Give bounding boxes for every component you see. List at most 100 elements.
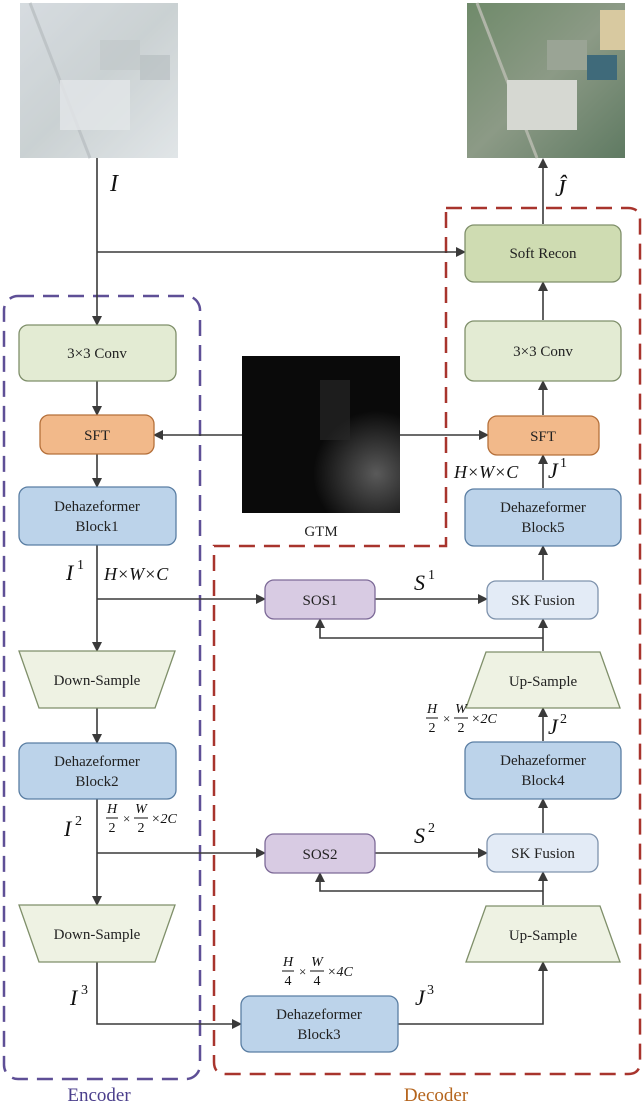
svg-text:H: H bbox=[282, 955, 294, 970]
encoder-conv-box: 3×3 Conv bbox=[18, 324, 177, 382]
size-label-half-2c-decoder: H 2 × W 2 ×2C bbox=[426, 702, 498, 736]
sos2-box: SOS2 bbox=[264, 833, 376, 874]
up-sample-1: Up-Sample bbox=[465, 651, 621, 709]
svg-text:×4C: ×4C bbox=[327, 965, 353, 980]
symbol-I3: I 3 bbox=[69, 983, 88, 1010]
decoder-sft-box: SFT bbox=[487, 415, 600, 456]
svg-text:4: 4 bbox=[314, 974, 321, 989]
block4-label-line1: Dehazeformer bbox=[500, 753, 586, 769]
svg-text:2: 2 bbox=[428, 821, 435, 836]
svg-text:1: 1 bbox=[560, 456, 567, 471]
svg-text:×2C: ×2C bbox=[471, 712, 497, 727]
block5-label-line2: Block5 bbox=[521, 520, 564, 536]
svg-text:2: 2 bbox=[75, 814, 82, 829]
svg-text:2: 2 bbox=[429, 721, 436, 736]
svg-text:×: × bbox=[443, 711, 450, 726]
dehazeformer-block2: Dehazeformer Block2 bbox=[18, 742, 177, 800]
sk2-to-sos2-feedback-arrow bbox=[315, 872, 543, 892]
down2-label: Down-Sample bbox=[54, 927, 141, 943]
symbol-J3: J 3 bbox=[415, 983, 434, 1010]
svg-text:J: J bbox=[415, 985, 426, 1010]
svg-text:×: × bbox=[299, 964, 306, 979]
decoder-conv-box: 3×3 Conv bbox=[464, 320, 622, 382]
svg-text:×2C: ×2C bbox=[151, 812, 177, 827]
decoder-sft-label: SFT bbox=[530, 429, 556, 445]
symbol-S2: S 2 bbox=[414, 821, 435, 848]
svg-text:2: 2 bbox=[458, 721, 465, 736]
symbol-I2: I 2 bbox=[63, 814, 82, 841]
down2-to-block3-arrow bbox=[96, 962, 242, 1029]
symbol-I1: I 1 bbox=[65, 558, 84, 585]
encoder-caption: Encoder bbox=[67, 1085, 131, 1106]
svg-text:H: H bbox=[106, 802, 118, 817]
hwc-decoder-label: H×W×C bbox=[453, 462, 519, 482]
up1-label: Up-Sample bbox=[509, 674, 578, 690]
sk-fusion-2: SK Fusion bbox=[486, 833, 599, 873]
soft-recon-label: Soft Recon bbox=[509, 246, 577, 262]
gtm-label: GTM bbox=[304, 524, 337, 540]
svg-text:4: 4 bbox=[285, 974, 292, 989]
svg-text:I: I bbox=[69, 985, 79, 1010]
sos2-label: SOS2 bbox=[302, 847, 337, 863]
svg-text:I: I bbox=[65, 560, 75, 585]
gtm-image bbox=[242, 356, 400, 513]
decoder-conv-label: 3×3 Conv bbox=[513, 344, 573, 360]
symbol-S1: S 1 bbox=[414, 568, 435, 595]
svg-text:H: H bbox=[426, 702, 438, 717]
output-symbol-J-hat: Ĵ bbox=[555, 175, 568, 202]
down1-label: Down-Sample bbox=[54, 673, 141, 689]
svg-text:W: W bbox=[311, 955, 324, 970]
block2-label-line1: Dehazeformer bbox=[54, 754, 140, 770]
svg-text:2: 2 bbox=[560, 712, 567, 727]
sk2-label: SK Fusion bbox=[511, 846, 575, 862]
decoder-region bbox=[212, 206, 642, 1076]
dehazeformer-block3: Dehazeformer Block3 bbox=[240, 995, 399, 1053]
sk1-to-sos1-feedback-arrow bbox=[315, 618, 543, 639]
svg-text:J: J bbox=[548, 458, 559, 483]
svg-text:W: W bbox=[135, 802, 148, 817]
svg-text:2: 2 bbox=[109, 821, 116, 836]
sk1-label: SK Fusion bbox=[511, 593, 575, 609]
block1-label-line1: Dehazeformer bbox=[54, 499, 140, 515]
svg-text:3: 3 bbox=[427, 983, 434, 998]
block3-label-line2: Block3 bbox=[297, 1027, 340, 1043]
svg-text:3: 3 bbox=[81, 983, 88, 998]
dehazeformer-block1: Dehazeformer Block1 bbox=[18, 486, 177, 546]
encoder-sft-label: SFT bbox=[84, 428, 110, 444]
hwc-encoder-label: H×W×C bbox=[103, 564, 169, 584]
symbol-J1: J 1 bbox=[548, 456, 567, 483]
block5-label-line1: Dehazeformer bbox=[500, 500, 586, 516]
sos1-label: SOS1 bbox=[302, 593, 337, 609]
symbol-J2: J 2 bbox=[548, 712, 567, 739]
down-sample-1: Down-Sample bbox=[18, 650, 176, 709]
svg-text:J: J bbox=[548, 714, 559, 739]
svg-text:S: S bbox=[414, 570, 425, 595]
svg-text:1: 1 bbox=[77, 558, 84, 573]
up-sample-2: Up-Sample bbox=[465, 905, 621, 963]
dehazeformer-block5: Dehazeformer Block5 bbox=[464, 488, 622, 547]
soft-recon-box: Soft Recon bbox=[464, 224, 622, 283]
encoder-region bbox=[2, 294, 202, 1081]
svg-text:2: 2 bbox=[138, 821, 145, 836]
svg-text:×: × bbox=[123, 811, 130, 826]
down-sample-2: Down-Sample bbox=[18, 904, 176, 963]
sos1-box: SOS1 bbox=[264, 579, 376, 620]
sk-fusion-1: SK Fusion bbox=[486, 580, 599, 620]
block4-label-line2: Block4 bbox=[521, 773, 565, 789]
encoder-sft-box: SFT bbox=[39, 414, 155, 455]
size-label-quarter-4c: H 4 × W 4 ×4C bbox=[282, 955, 354, 989]
svg-text:I: I bbox=[63, 816, 73, 841]
dehazeformer-block4: Dehazeformer Block4 bbox=[464, 741, 622, 800]
size-label-half-2c: H 2 × W 2 ×2C bbox=[106, 802, 178, 836]
svg-text:W: W bbox=[455, 702, 468, 717]
block3-label-line1: Dehazeformer bbox=[276, 1007, 362, 1023]
encoder-conv-label: 3×3 Conv bbox=[67, 346, 127, 362]
input-symbol-I: I bbox=[109, 171, 119, 197]
input-hazy-image bbox=[20, 2, 178, 159]
up2-label: Up-Sample bbox=[509, 928, 578, 944]
output-clear-image bbox=[467, 2, 625, 159]
block3-to-up2-arrow bbox=[398, 961, 548, 1025]
svg-text:S: S bbox=[414, 823, 425, 848]
decoder-caption: Decoder bbox=[404, 1085, 469, 1106]
